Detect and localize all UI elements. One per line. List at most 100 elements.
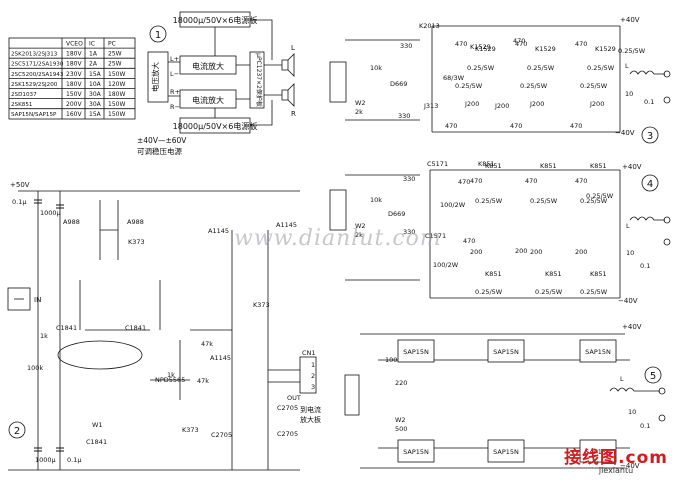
spec-cell: 150V	[66, 91, 82, 98]
cn1-label: CN1	[302, 349, 316, 357]
spec-cell: 2SK851	[11, 102, 33, 108]
b3-src-resistor-bot: 0.25/5W	[520, 82, 548, 90]
spec-cell: 150W	[108, 111, 125, 118]
spec-cell: 2SC5171/2SA1930	[11, 62, 64, 68]
b3-src-resistor: 0.25/5W	[587, 64, 615, 72]
block-diagram: 1 18000μ/50V×6电源板 18000μ/50V×6电源板 电压放大 电…	[137, 11, 296, 156]
psu-bottom-label: 18000μ/50V×6电源板	[173, 121, 258, 131]
c-bulk-label: 1000μ	[40, 209, 61, 217]
b4-r-100-2w: 100/2W	[440, 201, 466, 209]
r-1k-b: 1k	[167, 371, 175, 379]
block3-number: 3	[647, 131, 653, 142]
q-c2705-a: C2705	[211, 431, 232, 439]
b4-gate-resistor: 470	[575, 177, 587, 185]
spec-header: PC	[108, 41, 116, 48]
spec-cell: 180V	[66, 81, 82, 88]
q-a988-b: A988	[127, 218, 144, 226]
b4-src-resistor: 0.25/5W	[580, 197, 608, 205]
ch-l-plus: L+	[170, 55, 179, 63]
b4-fet: K851	[478, 160, 495, 168]
q-k373-a: K373	[128, 238, 145, 246]
b4-coil: L	[626, 222, 630, 230]
sap15n-ic	[579, 339, 617, 363]
b4-src-resistor: 0.25/5W	[530, 197, 558, 205]
b3-src-resistor: 0.25/5W	[527, 64, 555, 72]
spec-cell: 180V	[66, 51, 82, 58]
b4-v-neg: −40V	[618, 297, 638, 305]
b4-trim-val: 2k	[355, 231, 363, 239]
b3-q-top: K2013	[419, 22, 440, 30]
b4-gate-resistor-bot: 200	[470, 248, 482, 256]
block2-number: 2	[14, 426, 20, 437]
adj-supply-range: ±40V—±60V	[137, 136, 187, 145]
b3-r-in-bot: 330	[398, 112, 410, 120]
sap15n-label: SAP15N	[403, 448, 429, 456]
b3-fet-top: K1529	[470, 43, 491, 51]
b4-r-gate: 470	[458, 178, 470, 186]
q-c1841-a: C1841	[56, 324, 77, 332]
r-47k-a: 47k	[201, 340, 213, 348]
b4-gate-resistor-bot: 200	[530, 248, 542, 256]
spec-cell: 150W	[108, 101, 125, 108]
ch-l-minus: L−	[170, 70, 179, 78]
c-bulk2-label: 1000μ	[35, 456, 56, 464]
b4-fet-bot-mark: K851	[545, 270, 562, 278]
v-plus-50: +50V	[10, 181, 30, 189]
sap-output-stage-5: 5 +40V −40V 100 220 W2 500 L 10 0.1 SAP1…	[344, 323, 666, 470]
b3-gate-resistor: 470	[515, 40, 527, 48]
b4-fet-bot-mark: K851	[590, 270, 607, 278]
spec-cell: 160V	[66, 111, 82, 118]
q-a988-a: A988	[63, 218, 80, 226]
watermark: www.dianlut.com	[234, 226, 442, 251]
cn1-pin-1: 1	[311, 361, 315, 369]
b3-gate-resistor-bot: 470	[445, 122, 457, 130]
b3-gate-resistor-bot: 470	[510, 122, 522, 130]
b4-r-in-bot: 330	[403, 228, 415, 236]
b3-src-resistor-bot: 0.25/5W	[455, 82, 483, 90]
spec-cell: 15A	[89, 71, 102, 78]
logo-subtitle: jiexiantu	[598, 466, 634, 475]
q-c2705-b: C2705	[277, 404, 298, 412]
b4-fet-top-mark: K851	[540, 162, 557, 170]
cur-amp-top: 电流放大	[192, 61, 224, 71]
b3-v-pos: +40V	[620, 16, 640, 24]
input-label: IN	[34, 296, 41, 304]
b3-src-resistor-bot: 0.25/5W	[580, 82, 608, 90]
site-logo[interactable]: 接线图.com jiexiantu	[564, 443, 668, 475]
b3-gate-resistor: 470	[455, 40, 467, 48]
spec-cell: 150W	[108, 71, 125, 78]
b3-fet-bot-mark: J200	[529, 100, 544, 108]
b5-v-neg: −40V	[620, 462, 640, 470]
spec-cell: 25W	[108, 61, 122, 68]
mosfet-output-stage-3: 3 +40V −40V K2013 J313 D669 330 330 10k …	[329, 16, 671, 144]
b3-fet-bot-mark: J200	[589, 100, 604, 108]
sap15n-label: SAP15N	[585, 448, 611, 456]
b4-gate-resistor: 470	[525, 177, 537, 185]
cn1-pin-2: 2	[311, 372, 315, 380]
b4-gate-resistor-bot: 200	[575, 248, 587, 256]
b4-q-bot: C1571	[425, 232, 446, 240]
spec-cell: 2SK1529/2SJ200	[11, 82, 58, 88]
pre-amp-label: 电压放大	[150, 62, 160, 92]
b3-q-bot: J313	[423, 102, 438, 110]
sap15n-ic	[579, 439, 617, 463]
speaker-l: L	[291, 44, 295, 52]
spec-cell: 30A	[89, 101, 102, 108]
to-amp-label-2: 放大板	[300, 415, 321, 424]
trim-w1: W1	[92, 421, 103, 429]
b3-fet-top-mark: K1529	[595, 45, 616, 53]
b3-fet-top-mark: K1529	[535, 45, 556, 53]
b5-r-220: 220	[395, 379, 407, 387]
spec-cell: 2A	[89, 61, 98, 68]
q-c1841-c: C1841	[86, 438, 107, 446]
b3-c-out: 0.1	[644, 98, 654, 106]
b4-q-top: C5171	[427, 160, 448, 168]
b5-r-100: 100	[385, 356, 397, 364]
b5-c-out: 0.1	[640, 422, 650, 430]
b3-v-neg: −40V	[615, 129, 635, 137]
sap15n-label: SAP15N	[403, 348, 429, 356]
ch-r-minus: R−	[170, 103, 180, 111]
b5-r-out: 10	[628, 408, 636, 416]
